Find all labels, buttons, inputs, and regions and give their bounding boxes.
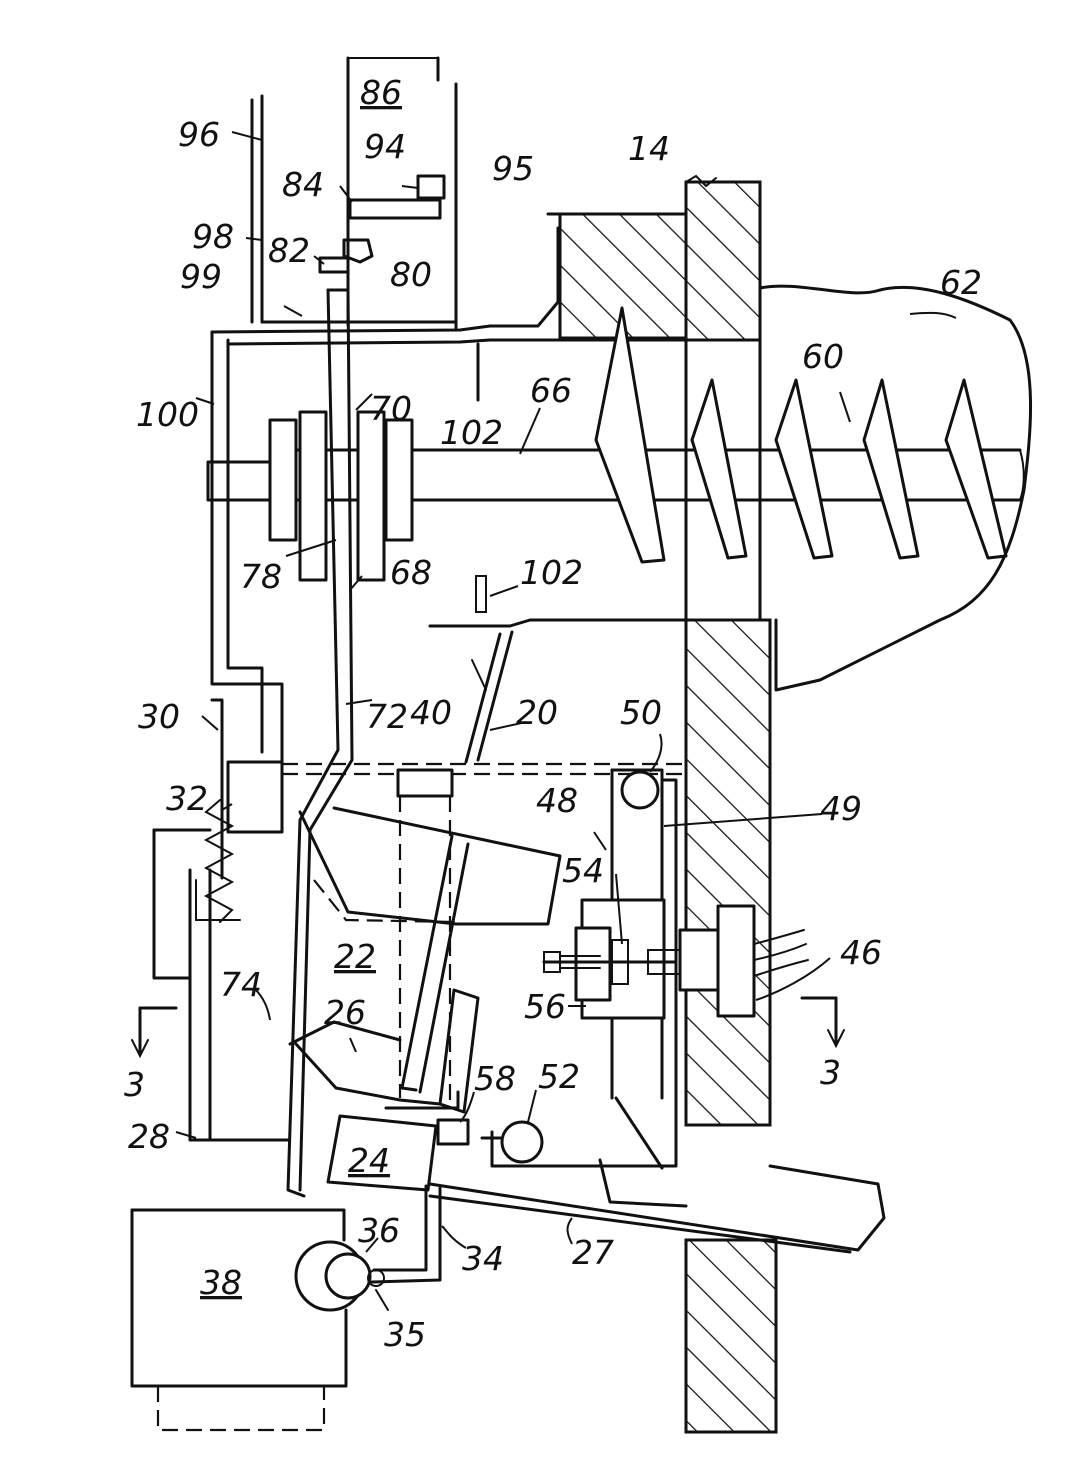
label-28: 28: [128, 1117, 170, 1156]
wall-14: [686, 176, 776, 1432]
label-34: 34: [462, 1239, 504, 1278]
label-3b: 3: [820, 1053, 841, 1092]
frame-28: [154, 700, 288, 1140]
label-62: 62: [940, 263, 982, 302]
label-102b: 102: [520, 553, 583, 592]
label-40: 40: [410, 693, 452, 732]
label-68: 68: [390, 553, 432, 592]
label-78: 78: [240, 557, 282, 596]
label-26: 26: [324, 993, 366, 1032]
label-56: 56: [524, 987, 566, 1026]
label-98: 98: [192, 217, 234, 256]
label-24: 24: [348, 1141, 390, 1180]
label-58: 58: [474, 1059, 516, 1098]
label-102a: 102: [440, 413, 503, 452]
label-46: 46: [840, 933, 882, 972]
label-27: 27: [572, 1233, 614, 1272]
nut-58: [438, 1120, 468, 1144]
label-52: 52: [538, 1057, 580, 1096]
label-100: 100: [136, 395, 199, 434]
label-84: 84: [282, 165, 324, 204]
label-95: 95: [492, 149, 534, 188]
ramp-27: [430, 1166, 884, 1250]
label-30: 30: [138, 697, 180, 736]
label-3a: 3: [124, 1065, 145, 1104]
label-38: 38: [200, 1263, 242, 1302]
flap-26: [296, 1044, 440, 1104]
label-86: 86: [360, 73, 402, 112]
label-96: 96: [178, 115, 220, 154]
label-94: 94: [364, 127, 406, 166]
label-50: 50: [620, 693, 662, 732]
label-49: 49: [820, 789, 862, 828]
label-66: 66: [530, 371, 572, 410]
label-60: 60: [802, 337, 844, 376]
label-48: 48: [536, 781, 578, 820]
label-20: 20: [516, 693, 558, 732]
label-35: 35: [384, 1315, 426, 1354]
label-80: 80: [390, 255, 432, 294]
label-99: 99: [180, 257, 222, 296]
label-72: 72: [366, 697, 408, 736]
label-74: 74: [220, 965, 262, 1004]
label-70: 70: [370, 389, 412, 428]
motor-38: [132, 1210, 346, 1430]
label-54: 54: [562, 851, 604, 890]
label-32: 32: [166, 779, 208, 818]
label-82: 82: [268, 231, 310, 270]
label-36: 36: [358, 1211, 400, 1250]
label-14: 14: [628, 129, 670, 168]
label-22: 22: [334, 937, 376, 976]
